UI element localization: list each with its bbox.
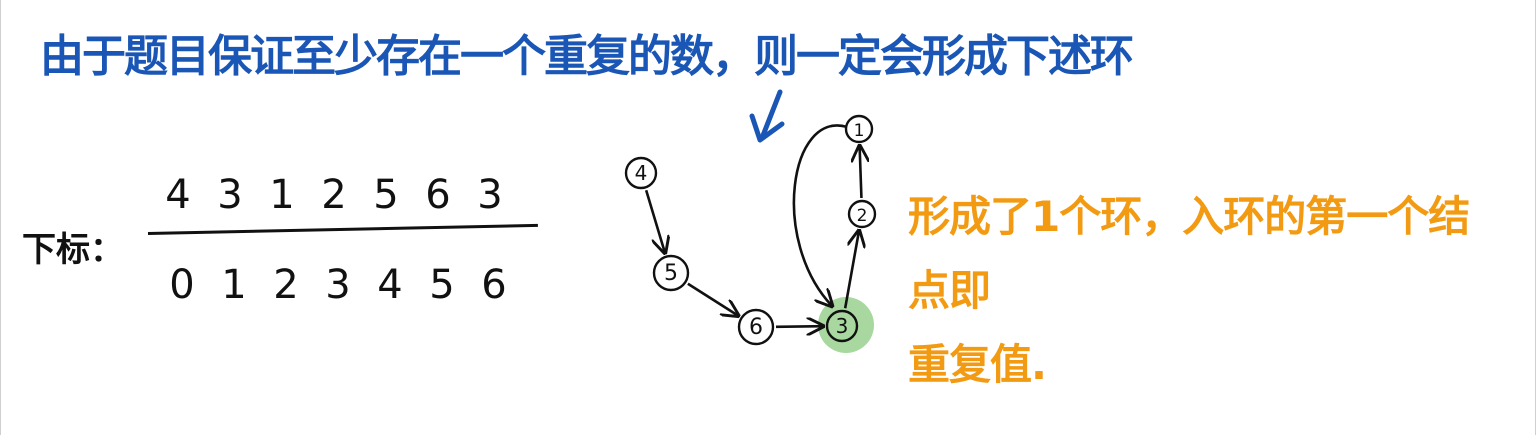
edge-n5-n6 [687, 282, 738, 316]
array-value: 5 [373, 172, 399, 218]
graph-node-3: 3 [825, 309, 859, 343]
array-index: 5 [429, 262, 455, 308]
graph-node-2: 2 [847, 199, 877, 229]
node-label: 5 [664, 261, 678, 286]
array-index: 0 [169, 262, 195, 308]
left-border [0, 0, 1, 435]
node-label: 1 [854, 121, 865, 141]
array-index: 2 [273, 262, 299, 308]
node-circle [844, 114, 874, 144]
node-label: 6 [749, 315, 763, 340]
array-value: 1 [269, 172, 295, 218]
node-circle [737, 308, 775, 346]
node-label: 3 [836, 314, 849, 338]
array-value: 3 [477, 172, 503, 218]
edge-n1-n3 [792, 124, 848, 306]
array-value: 4 [165, 172, 191, 218]
array-index: 4 [377, 262, 403, 308]
array-index: 1 [221, 262, 247, 308]
edge-n6-n3 [775, 326, 823, 327]
pointer-arrow-icon [749, 89, 785, 143]
cycle-note: 形成了1个环，入环的第一个结点即 重复值. [908, 180, 1508, 402]
index-label: 下标： [22, 230, 124, 270]
graph-node-4: 4 [624, 156, 658, 190]
edge-n2-n1 [860, 146, 862, 199]
array-value: 6 [425, 172, 451, 218]
array-indices-row: 0 1 2 3 4 5 6 [156, 262, 520, 308]
title-text: 由于题目保证至少存在一个重复的数，则一定会形成下述环 [40, 31, 1134, 82]
edge-n4-n5 [644, 189, 665, 253]
node-label: 4 [635, 161, 648, 185]
node-circle [652, 254, 690, 292]
edge-n3-n2 [843, 231, 859, 309]
array-value: 3 [217, 172, 243, 218]
array-index: 6 [481, 262, 507, 308]
array-values-row: 4 3 1 2 5 6 3 [152, 172, 516, 218]
node-circle [825, 309, 859, 343]
node-circle [847, 199, 877, 229]
entry-node-highlight [818, 297, 874, 353]
array-index: 3 [325, 262, 351, 308]
graph-node-5: 5 [652, 254, 690, 292]
graph-node-6: 6 [737, 308, 775, 346]
node-label: 2 [857, 206, 868, 226]
array-value: 2 [321, 172, 347, 218]
note-line-1: 形成了1个环，入环的第一个结点即 [908, 192, 1470, 315]
note-line-2: 重复值. [908, 340, 1047, 389]
node-circle [624, 156, 658, 190]
graph-node-1: 1 [844, 114, 874, 144]
